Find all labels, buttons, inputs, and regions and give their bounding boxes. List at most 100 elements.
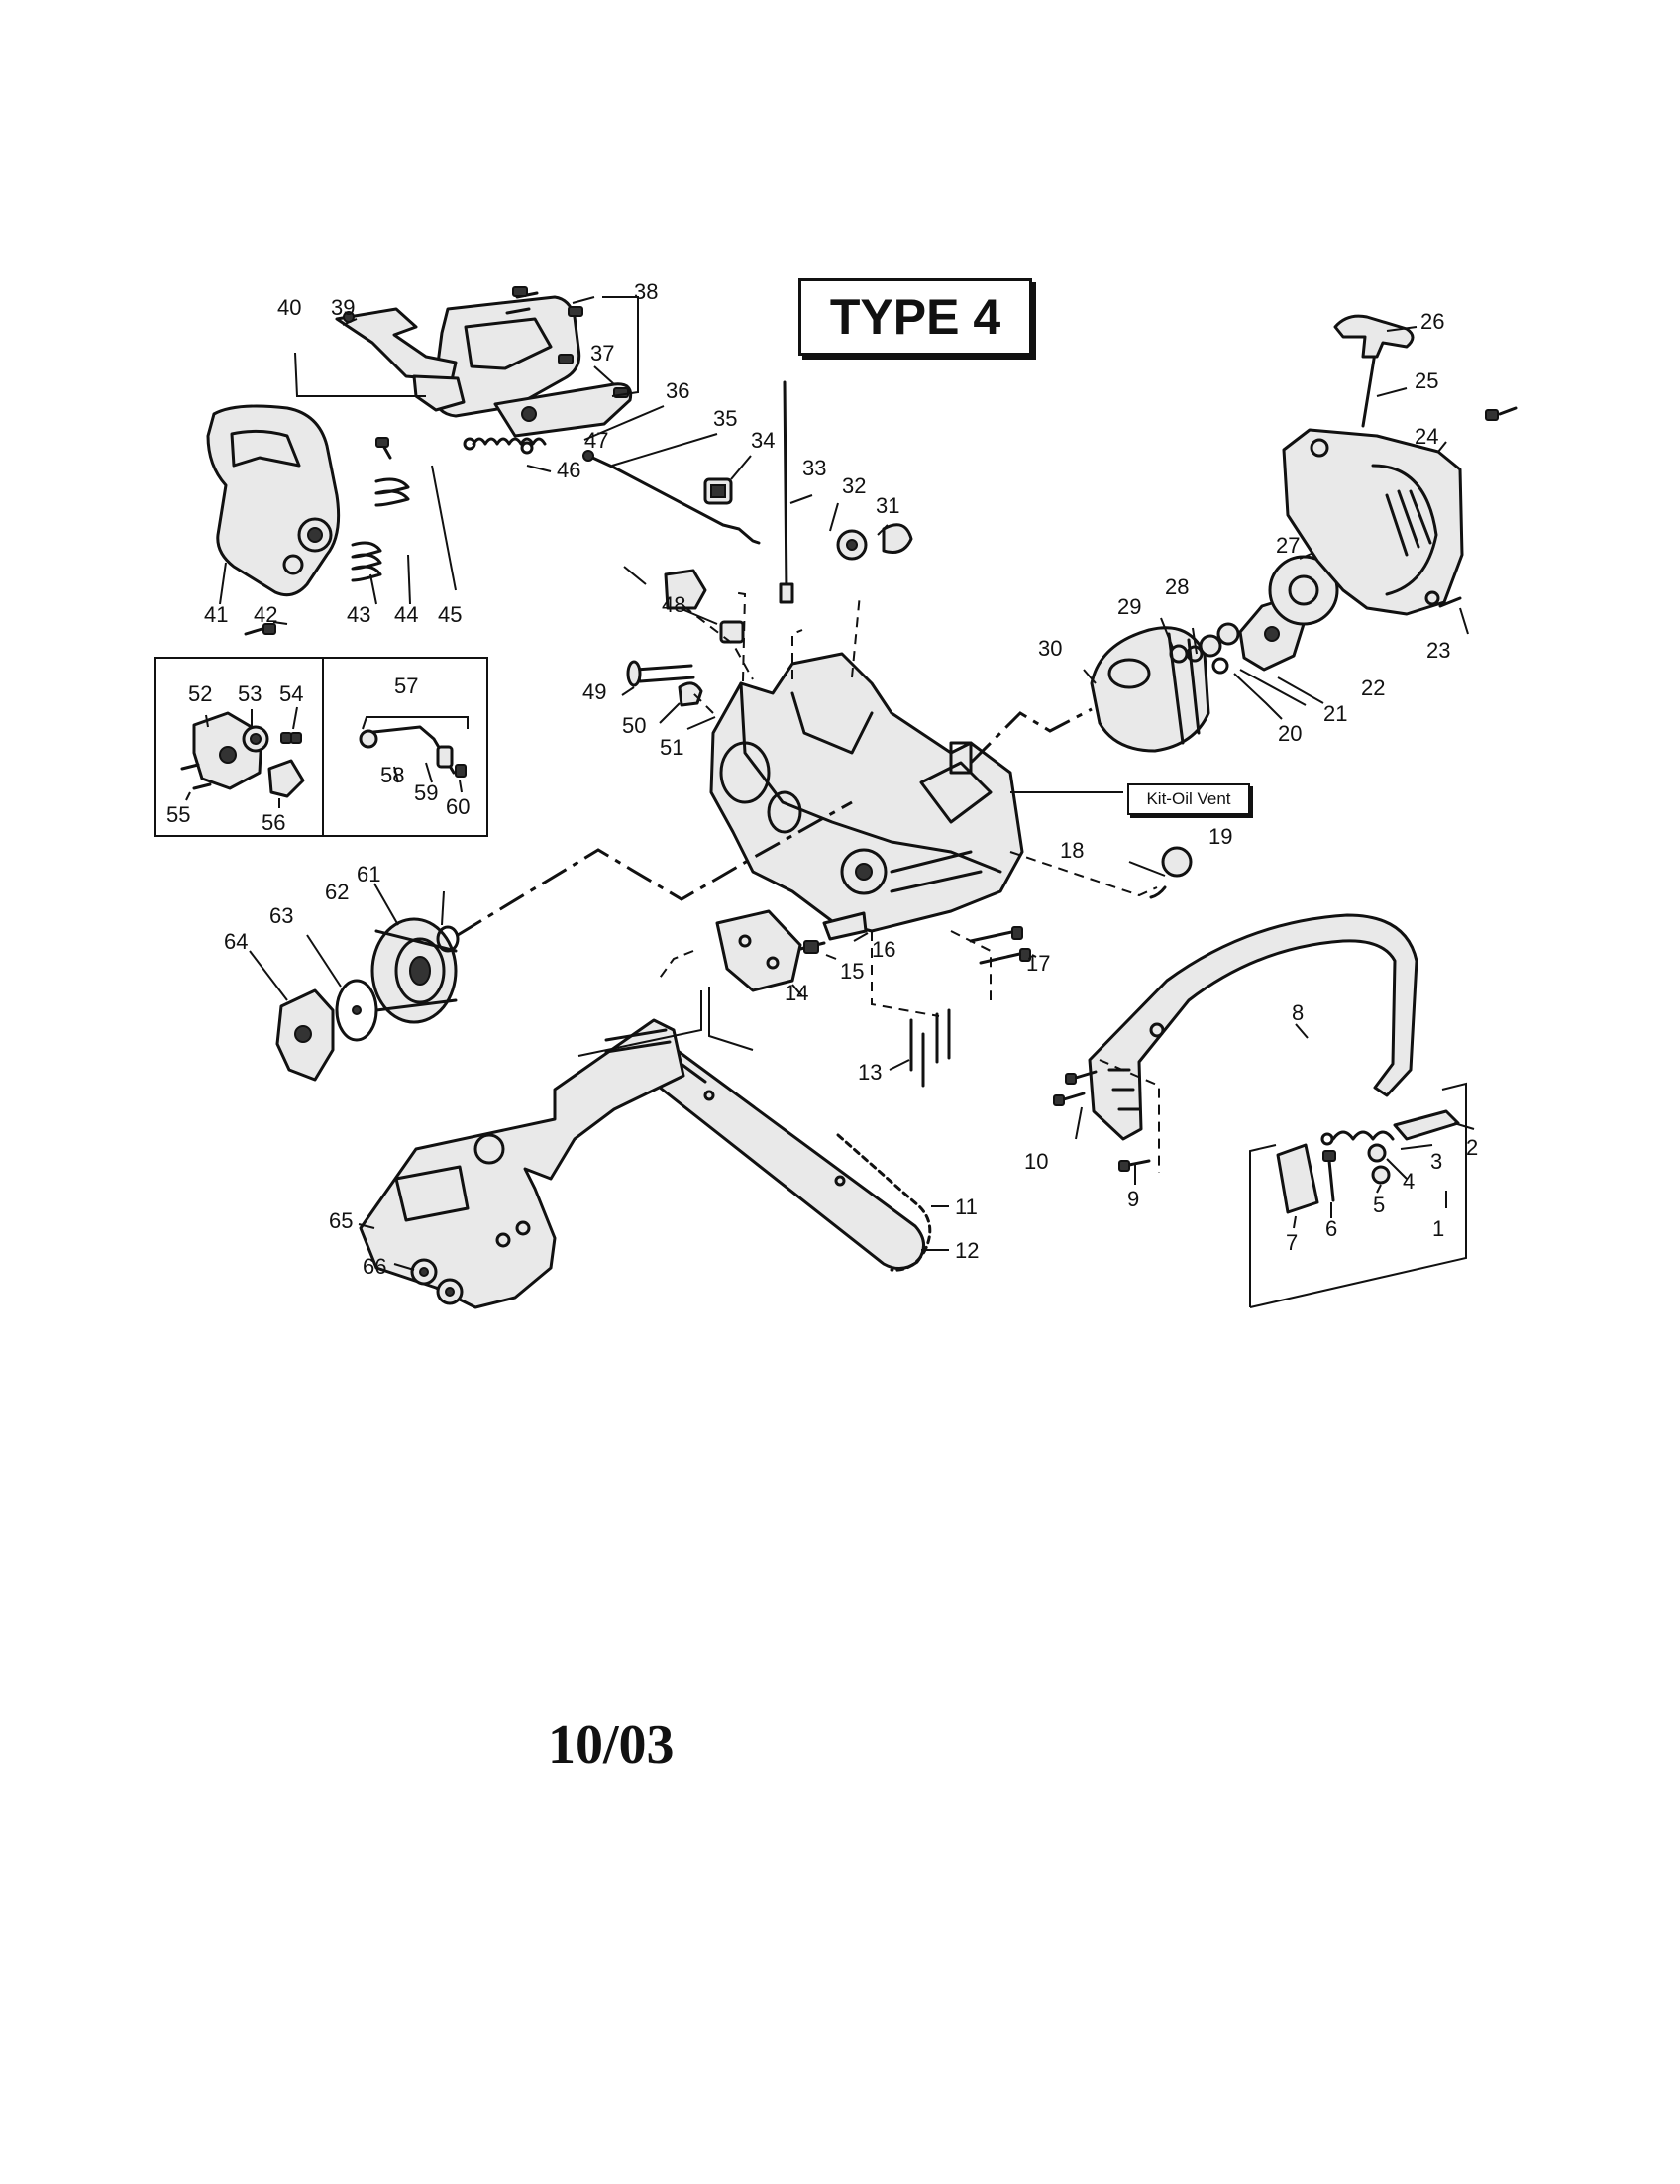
revision-date: 10/03 — [548, 1715, 675, 1776]
part-24-starter-housing — [1282, 428, 1464, 616]
callout-1: 1 — [1432, 1216, 1444, 1241]
part-3-spring — [1320, 1130, 1395, 1146]
throttle-spring — [463, 437, 547, 455]
callout-60: 60 — [446, 794, 470, 819]
callout-22: 22 — [1361, 676, 1385, 700]
callout-35: 35 — [713, 406, 737, 431]
callout-33: 33 — [802, 456, 826, 480]
callout-18: 18 — [1060, 838, 1084, 863]
callout-44: 44 — [394, 602, 418, 627]
callout-51: 51 — [660, 735, 683, 760]
callout-29: 29 — [1117, 594, 1141, 619]
part-13-studs — [909, 1008, 951, 1088]
callout-16: 16 — [872, 937, 895, 962]
part-6-screw — [1322, 1150, 1336, 1202]
callout-17: 17 — [1026, 951, 1050, 976]
callout-34: 34 — [751, 428, 775, 453]
callout-66: 66 — [363, 1254, 386, 1279]
rear-handle-housing — [432, 295, 633, 438]
callout-36: 36 — [666, 378, 689, 403]
part-50-clip — [678, 681, 703, 707]
callout-42: 42 — [254, 602, 277, 627]
callout-56: 56 — [262, 810, 285, 835]
callout-labels: 1 2 3 4 5 6 7 8 9 10 11 12 13 14 15 16 1… — [166, 279, 1478, 1279]
callout-53: 53 — [238, 681, 262, 706]
handle-screw-45 — [375, 437, 392, 460]
callout-55: 55 — [166, 802, 190, 827]
group-brackets — [362, 296, 1467, 1308]
part-18-oil-cap — [1149, 846, 1193, 899]
part-23-screws — [1438, 406, 1518, 608]
callout-49: 49 — [582, 679, 606, 704]
part-66-nuts — [410, 1258, 464, 1305]
part-59-hose-fitting — [436, 745, 454, 769]
part-4-5-washers — [1367, 1143, 1391, 1185]
crankcase — [709, 652, 1024, 933]
callout-6: 6 — [1325, 1216, 1337, 1241]
callout-27: 27 — [1276, 533, 1300, 558]
callout-48: 48 — [662, 592, 685, 617]
part-55-screws — [180, 763, 212, 790]
callout-39: 39 — [331, 295, 355, 320]
kit-oil-vent-label: Kit-Oil Vent — [1146, 789, 1231, 808]
callout-62: 62 — [325, 880, 349, 904]
alignment-lines — [457, 591, 1160, 1173]
front-handle — [206, 404, 341, 597]
av-spring-large — [351, 541, 382, 582]
callout-43: 43 — [347, 602, 370, 627]
callout-31: 31 — [876, 493, 899, 518]
callout-64: 64 — [224, 929, 248, 954]
callout-9: 9 — [1127, 1187, 1139, 1211]
part-17-bolts — [969, 926, 1031, 965]
part-56-worm — [267, 759, 305, 798]
callout-61: 61 — [357, 862, 380, 886]
callout-24: 24 — [1415, 424, 1438, 449]
part-47-block — [664, 569, 707, 610]
part-8-handlebar — [1088, 913, 1418, 1141]
callout-38: 38 — [634, 279, 658, 304]
callout-41: 41 — [204, 602, 228, 627]
callout-14: 14 — [785, 981, 808, 1005]
callout-37: 37 — [590, 341, 614, 365]
callout-40: 40 — [277, 295, 301, 320]
callout-15: 15 — [840, 959, 864, 984]
kit-oil-vent-badge: Kit-Oil Vent — [1127, 783, 1250, 815]
part-60-fitting — [455, 764, 467, 778]
callout-19: 19 — [1208, 824, 1232, 849]
part-9-10-screws — [1053, 1070, 1151, 1172]
handle-screw-42 — [244, 623, 276, 636]
callout-28: 28 — [1165, 574, 1189, 599]
throttle-lockout — [412, 374, 466, 412]
part-14-bar-plate — [715, 909, 802, 992]
callout-4: 4 — [1403, 1169, 1415, 1194]
callout-59: 59 — [414, 780, 438, 805]
part-26-grip — [1333, 314, 1415, 359]
part-16-plate — [822, 911, 868, 941]
part-28-nut — [1199, 622, 1240, 658]
callout-13: 13 — [858, 1060, 882, 1085]
callout-58: 58 — [380, 763, 404, 787]
part-53-gear — [242, 725, 269, 753]
callout-45: 45 — [438, 602, 462, 627]
callout-3: 3 — [1430, 1149, 1442, 1174]
part-33-pin — [779, 380, 794, 604]
callout-26: 26 — [1420, 309, 1444, 334]
part-32-31-valve — [836, 523, 913, 561]
callout-65: 65 — [329, 1208, 353, 1233]
part-54-screws — [280, 732, 302, 744]
type-label: TYPE 4 — [829, 289, 1001, 345]
oil-pump-kit-frame — [154, 657, 488, 837]
callout-2: 2 — [1466, 1135, 1478, 1160]
callout-50: 50 — [622, 713, 646, 738]
part-34-grommet — [703, 477, 733, 505]
callout-20: 20 — [1278, 721, 1302, 746]
leader-lines — [185, 296, 1475, 1271]
callout-12: 12 — [955, 1238, 979, 1263]
callout-52: 52 — [188, 681, 212, 706]
callout-23: 23 — [1426, 638, 1450, 663]
callout-63: 63 — [269, 903, 293, 928]
callout-54: 54 — [279, 681, 303, 706]
part-62-drum — [370, 917, 458, 1024]
callout-7: 7 — [1286, 1230, 1298, 1255]
